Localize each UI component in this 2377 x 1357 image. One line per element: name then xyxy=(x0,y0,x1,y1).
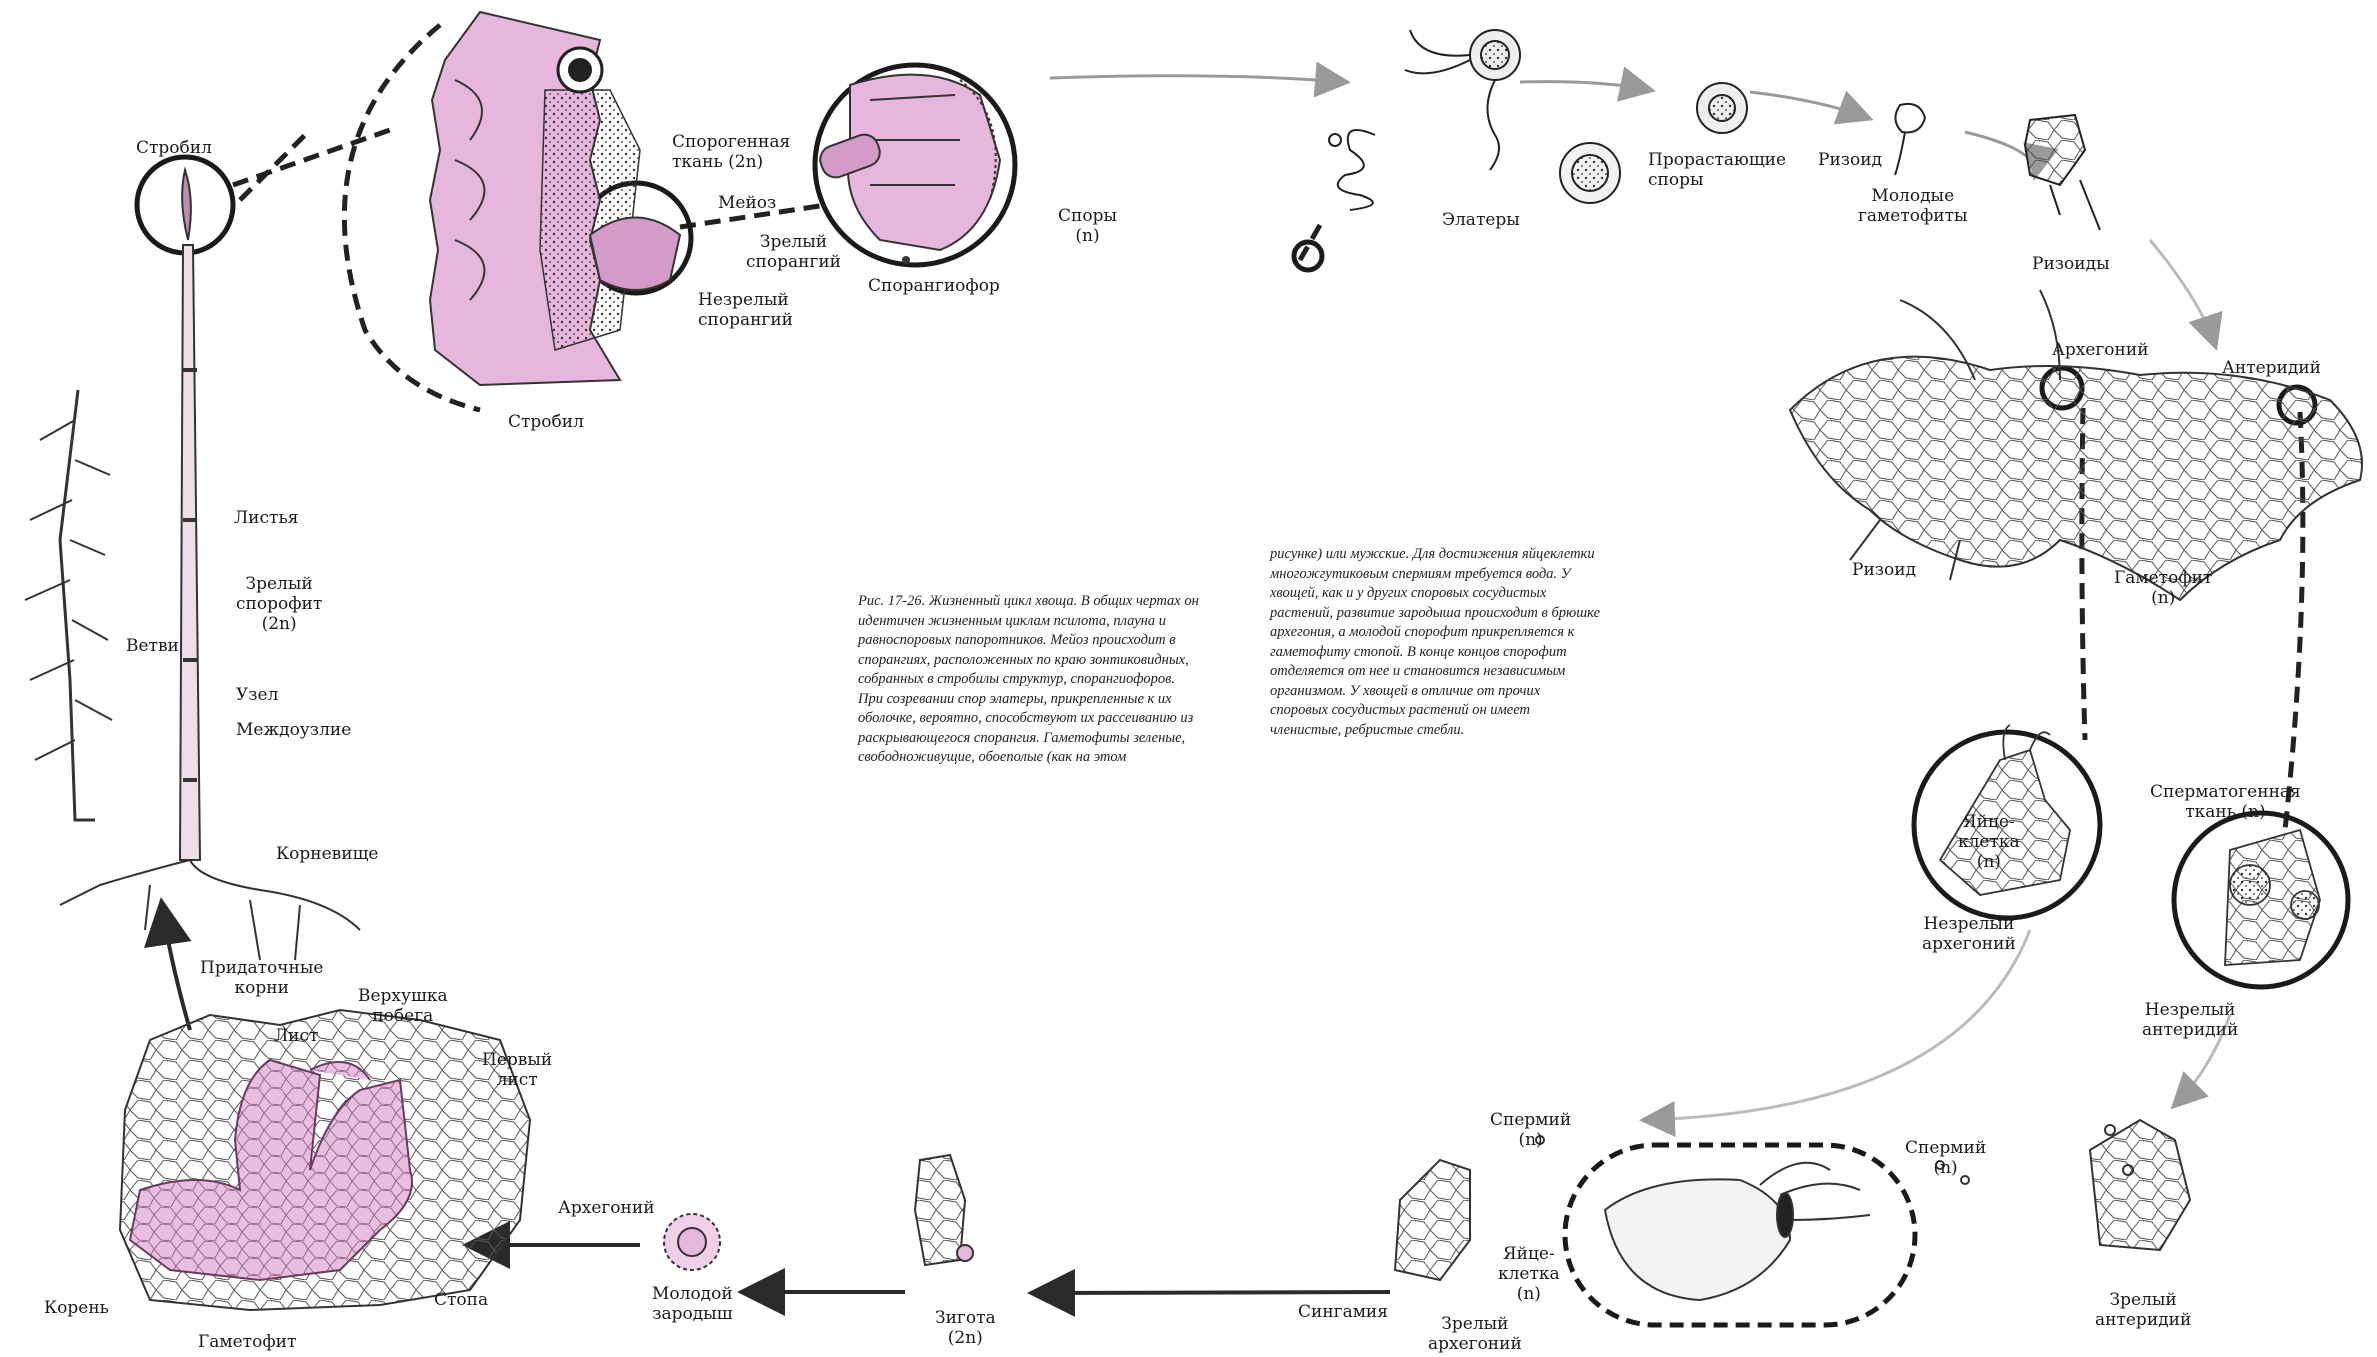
arrow-immature-archegonium-to-mature xyxy=(1645,930,2030,1120)
figure-caption-right: рисунке) или мужские. Для достижения яйц… xyxy=(1270,545,1600,740)
label-mature-sporangium: Зрелый спорангий xyxy=(746,232,841,272)
label-mature-antheridium: Зрелый антеридий xyxy=(2095,1290,2191,1330)
label-leaves: Листья xyxy=(234,508,298,528)
label-strobil-bottom: Стробил xyxy=(508,412,584,432)
label-gametophyte-bottom: Гаметофит xyxy=(198,1332,296,1352)
label-immature-sporangium: Незрелый спорангий xyxy=(698,290,793,330)
label-rhizoid-top: Ризоид xyxy=(1818,150,1882,170)
arrow-spores-to-germinating xyxy=(1520,82,1650,90)
label-foot: Стопа xyxy=(434,1290,488,1310)
label-shoot-apex: Верхушка побега xyxy=(358,986,448,1026)
label-germinating-spores: Прорастающие споры xyxy=(1648,150,1786,190)
label-sperm-left: Спермий (n) xyxy=(1490,1110,1571,1150)
label-zygote: Зигота (2n) xyxy=(935,1308,996,1348)
zygote-embryo xyxy=(664,1155,973,1270)
circle-spore-marker xyxy=(1294,242,1322,270)
strobil-section xyxy=(430,12,680,385)
label-spores: Споры (n) xyxy=(1058,206,1117,246)
label-adventitious-roots: Придаточные корни xyxy=(200,958,323,998)
label-immature-archegonium: Незрелый архегоний xyxy=(1922,914,2016,954)
label-antheridium-top: Антеридий xyxy=(2222,358,2321,378)
label-young-gametophytes: Молодые гаметофиты xyxy=(1858,186,1968,226)
label-young-embryo: Молодой зародыш xyxy=(652,1284,733,1324)
label-mature-sporophyte: Зрелый спорофит (2n) xyxy=(236,574,322,634)
arrow-strobil-to-spores xyxy=(1050,76,1345,82)
label-syngamy: Сингамия xyxy=(1298,1302,1388,1322)
label-leaf: Лист xyxy=(274,1026,318,1046)
mature-sporophyte xyxy=(25,170,360,960)
mature-gametophyte xyxy=(1790,290,2362,600)
label-elaters: Элатеры xyxy=(1442,210,1520,230)
arrow-rhizoids-to-gametophyte xyxy=(2150,240,2215,345)
figure-caption-left: Рис. 17-26. Жизненный цикл хвоща. В общи… xyxy=(858,592,1203,768)
label-rhizome: Корневище xyxy=(276,844,378,864)
label-sperm-right: Спермий (n) xyxy=(1905,1138,1986,1178)
label-root: Корень xyxy=(44,1298,109,1318)
arrow-gametophyte-to-sporophyte xyxy=(162,905,190,1030)
label-first-leaf: Первый лист xyxy=(482,1050,552,1090)
arrow-germinating-to-young xyxy=(1750,92,1868,118)
label-node: Узел xyxy=(236,685,278,705)
label-internode: Междоузлие xyxy=(236,720,351,740)
label-egg-cell-circle: Яйце- клетка (n) xyxy=(1958,812,2020,872)
label-archegonium-top: Архегоний xyxy=(2052,340,2149,360)
label-gametophyte-right: Гаметофит (n) xyxy=(2114,568,2212,608)
label-sporogenic-tissue: Спорогенная ткань (2n) xyxy=(672,132,790,172)
label-archegonium-bottom: Архегоний xyxy=(558,1198,655,1218)
label-immature-antheridium: Незрелый антеридий xyxy=(2142,1000,2238,1040)
label-mature-archegonium: Зрелый архегоний xyxy=(1428,1314,1522,1354)
arrow-young-to-rhizoids xyxy=(1965,132,2035,175)
label-branches: Ветви xyxy=(126,636,179,656)
label-strobil-top: Стробил xyxy=(136,138,212,158)
label-meiosis: Мейоз xyxy=(718,193,776,213)
arrow-syngamy-to-zygote xyxy=(1035,1292,1390,1293)
gametophyte-with-sporophyte xyxy=(120,1010,530,1310)
label-egg-cell-bottom: Яйце- клетка (n) xyxy=(1498,1244,1560,1304)
label-sporangiophore: Спорангиофор xyxy=(868,276,1000,296)
label-spermatogenic-tissue: Сперматогенная ткань (n) xyxy=(2150,782,2301,822)
label-rhizoid-gametophyte: Ризоид xyxy=(1852,560,1916,580)
label-rhizoids: Ризоиды xyxy=(2032,254,2110,274)
